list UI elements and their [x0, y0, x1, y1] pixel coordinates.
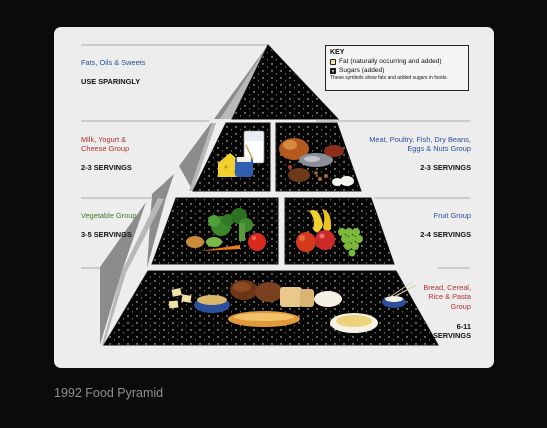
- food-pyramid-card: Fats, Oils & Sweets USE SPARINGLY Milk, …: [54, 27, 494, 368]
- group-name: Milk, Yogurt & Cheese Group: [81, 135, 130, 154]
- servings: USE SPARINGLY: [81, 76, 141, 86]
- servings: 6-11 SERVINGS: [432, 322, 471, 341]
- label-vegetables: Vegetable Group 3-5 SERVINGS: [81, 202, 136, 248]
- group-name: Fats, Oils & Sweets: [81, 58, 146, 68]
- pyramid-side-light: [102, 45, 268, 345]
- servings: 2-3 SERVINGS: [420, 162, 471, 172]
- milk-foods: [218, 130, 265, 177]
- key-fat-row: Fat (naturally occurring and added): [330, 57, 464, 66]
- label-fats: Fats, Oils & Sweets USE SPARINGLY: [81, 49, 145, 95]
- vegetable-foods: [186, 208, 266, 251]
- key-fat-label: Fat (naturally occurring and added): [339, 58, 442, 65]
- leader-lines: [81, 44, 470, 269]
- group-name: Bread, Cereal, Rice & Pasta Group: [423, 283, 471, 311]
- fat-symbol-icon: [330, 58, 336, 65]
- group-name: Meat, Poultry, Fish, Dry Beans, Eggs & N…: [369, 135, 471, 154]
- servings: 3-5 SERVINGS: [81, 229, 132, 239]
- servings: 2-4 SERVINGS: [420, 229, 471, 239]
- label-grains: Bread, Cereal, Rice & Pasta Group 6-11 S…: [401, 274, 471, 350]
- pyramid-illustration: [81, 44, 470, 346]
- grain-foods: [168, 280, 417, 333]
- label-milk: Milk, Yogurt & Cheese Group 2-3 SERVINGS: [81, 126, 132, 181]
- tier-fats: [231, 44, 340, 120]
- meat-foods: [279, 138, 354, 186]
- key-note: These symbols show fats and added sugars…: [330, 75, 448, 81]
- servings: 2-3 SERVINGS: [81, 162, 132, 172]
- legend-key: KEY Fat (naturally occurring and added) …: [325, 45, 469, 91]
- group-name: Vegetable Group: [81, 211, 137, 221]
- key-title: KEY: [330, 49, 345, 56]
- image-caption: 1992 Food Pyramid: [54, 386, 164, 400]
- tier-grains: [103, 270, 439, 346]
- fruit-foods: [296, 209, 363, 257]
- sugar-symbol-icon: [330, 67, 336, 74]
- key-sugar-row: Sugars (added): [330, 66, 464, 75]
- label-meat: Meat, Poultry, Fish, Dry Beans, Eggs & N…: [321, 126, 471, 181]
- label-fruit: Fruit Group 2-4 SERVINGS: [381, 202, 471, 248]
- key-sugar-label: Sugars (added): [339, 67, 385, 74]
- pyramid-side: [100, 45, 268, 345]
- group-name: Fruit Group: [433, 211, 471, 221]
